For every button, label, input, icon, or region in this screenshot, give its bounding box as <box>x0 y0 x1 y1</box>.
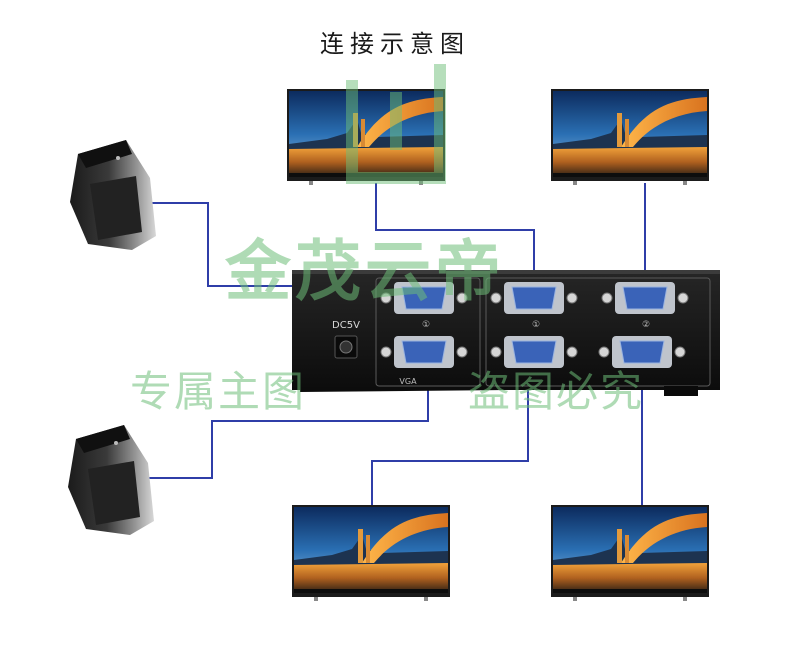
cable-output-to-monitor3 <box>371 362 529 505</box>
watermark-right-text: 盗图必究 <box>468 367 645 416</box>
device-vga-label: VGA <box>399 377 417 386</box>
monitor-bottom-left <box>292 505 450 601</box>
cable-monitor1-to-output <box>375 183 535 290</box>
port-number-2: ① <box>532 320 540 330</box>
watermark-left-text: 专属主图 <box>130 367 307 416</box>
vga-splitter-device: DC5V VGA ① ① ② <box>292 270 720 396</box>
watermark-brand: 金茂云帝 <box>225 233 505 310</box>
monitor-top-right <box>551 89 709 185</box>
monitor-bottom-right <box>551 505 709 601</box>
port-number-3: ② <box>642 320 650 330</box>
watermark-logo <box>346 64 446 184</box>
cable-pc2-to-input <box>148 368 429 479</box>
computer-top <box>70 140 156 250</box>
computer-bottom <box>68 425 154 535</box>
port-number-1: ① <box>422 320 430 330</box>
monitor-top-left <box>287 89 445 185</box>
power-label: DC5V <box>332 320 360 331</box>
diagram-title: 连接示意图 <box>320 30 470 58</box>
